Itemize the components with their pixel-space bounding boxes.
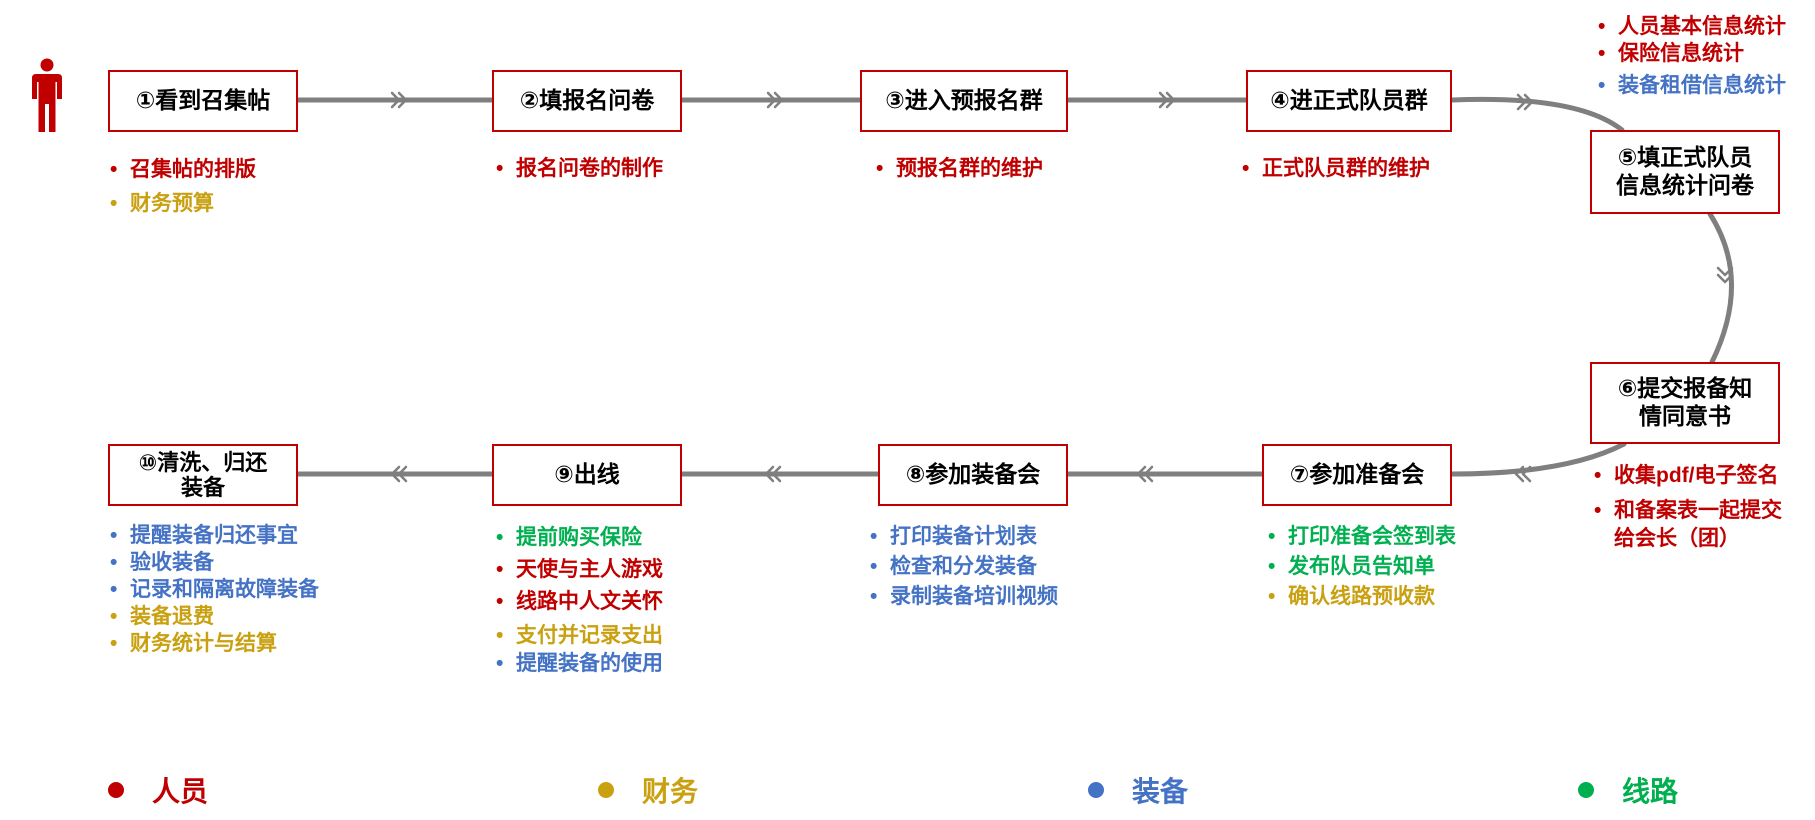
step-box-8[interactable]: ⑧参加装备会	[878, 444, 1068, 506]
task-item: 发布队员告知单	[1268, 552, 1456, 582]
task-item: 打印准备会签到表	[1268, 522, 1456, 552]
task-item: 验收装备	[110, 549, 319, 576]
task-item: 线路中人文关怀	[496, 586, 663, 618]
step-box-9[interactable]: ⑨出线	[492, 444, 682, 506]
task-list-step5: 人员基本信息统计 保险信息统计 装备租借信息统计	[1598, 13, 1786, 99]
task-list-step8: 打印装备计划表 检查和分发装备 录制装备培训视频	[870, 522, 1058, 612]
legend-finance: 财务	[598, 770, 698, 810]
arrow-chevron-right-icon	[1516, 93, 1534, 111]
task-item: 和备案表一起提交 给会长（团）	[1594, 497, 1782, 552]
task-item: 召集帖的排版	[110, 152, 256, 188]
step-box-10[interactable]: ⑩清洗、归还 装备	[108, 444, 298, 506]
task-item: 检查和分发装备	[870, 552, 1058, 582]
arrow-chevron-right-icon	[1158, 91, 1176, 109]
connector-5-6	[1707, 211, 1734, 365]
task-list-step2: 报名问卷的制作	[496, 155, 663, 183]
legend-route: 线路	[1578, 770, 1678, 810]
task-list-step6: 收集pdf/电子签名 和备案表一起提交 给会长（团）	[1594, 462, 1782, 552]
task-item: 财务统计与结算	[110, 630, 319, 657]
connector-6-7	[1449, 441, 1627, 477]
arrow-chevron-left-icon	[1136, 465, 1154, 483]
task-item: 装备退费	[110, 603, 319, 630]
task-item: 报名问卷的制作	[496, 155, 663, 183]
task-item: 收集pdf/电子签名	[1594, 462, 1782, 490]
task-list-step10: 提醒装备归还事宜 验收装备 记录和隔离故障装备 装备退费 财务统计与结算	[110, 522, 319, 657]
arrow-chevron-left-icon	[1514, 465, 1532, 483]
legend-equipment: 装备	[1088, 770, 1188, 810]
step-box-7[interactable]: ⑦参加准备会	[1262, 444, 1452, 506]
task-item: 财务预算	[110, 188, 256, 220]
task-item: 正式队员群的维护	[1242, 155, 1430, 183]
connector-4-5	[1449, 96, 1625, 133]
legend-label: 人员	[152, 776, 209, 807]
task-item: 确认线路预收款	[1268, 582, 1456, 612]
step-box-2[interactable]: ②填报名问卷	[492, 70, 682, 132]
step-box-4[interactable]: ④进正式队员群	[1246, 70, 1452, 132]
arrow-chevron-right-icon	[766, 91, 784, 109]
task-item: 提醒装备的使用	[496, 650, 663, 678]
arrow-chevron-right-icon	[390, 91, 408, 109]
step-box-3[interactable]: ③进入预报名群	[860, 70, 1068, 132]
task-list-step9: 提前购买保险 天使与主人游戏 线路中人文关怀 支付并记录支出 提醒装备的使用	[496, 522, 663, 678]
task-item: 保险信息统计	[1598, 40, 1786, 68]
legend-dot-icon	[1088, 782, 1104, 798]
task-list-step3: 预报名群的维护	[876, 155, 1043, 183]
task-item: 装备租借信息统计	[1598, 72, 1786, 100]
legend-dot-icon	[1578, 782, 1594, 798]
task-item: 人员基本信息统计	[1598, 13, 1786, 41]
legend-label: 线路	[1622, 776, 1679, 807]
task-item: 支付并记录支出	[496, 622, 663, 650]
step-box-1[interactable]: ①看到召集帖	[108, 70, 298, 132]
step-box-5[interactable]: ⑤填正式队员 信息统计问卷	[1590, 130, 1780, 214]
arrow-chevron-left-icon	[764, 465, 782, 483]
task-list-step1: 召集帖的排版 财务预算	[110, 152, 256, 220]
task-item: 打印装备计划表	[870, 522, 1058, 552]
arrow-chevron-down-icon	[1716, 266, 1734, 284]
task-item: 提前购买保险	[496, 522, 663, 554]
step-box-6[interactable]: ⑥提交报备知 情同意书	[1590, 362, 1780, 444]
person-icon	[32, 58, 62, 132]
task-item: 天使与主人游戏	[496, 554, 663, 586]
task-item: 录制装备培训视频	[870, 582, 1058, 612]
arrow-chevron-left-icon	[390, 465, 408, 483]
task-list-step7: 打印准备会签到表 发布队员告知单 确认线路预收款	[1268, 522, 1456, 612]
legend-label: 装备	[1132, 776, 1189, 807]
legend-personnel: 人员	[108, 770, 208, 810]
legend-label: 财务	[642, 776, 699, 807]
task-item: 预报名群的维护	[876, 155, 1043, 183]
task-item: 记录和隔离故障装备	[110, 576, 319, 603]
task-list-step4: 正式队员群的维护	[1242, 155, 1430, 183]
legend-dot-icon	[598, 782, 614, 798]
legend-dot-icon	[108, 782, 124, 798]
task-item: 提醒装备归还事宜	[110, 522, 319, 549]
